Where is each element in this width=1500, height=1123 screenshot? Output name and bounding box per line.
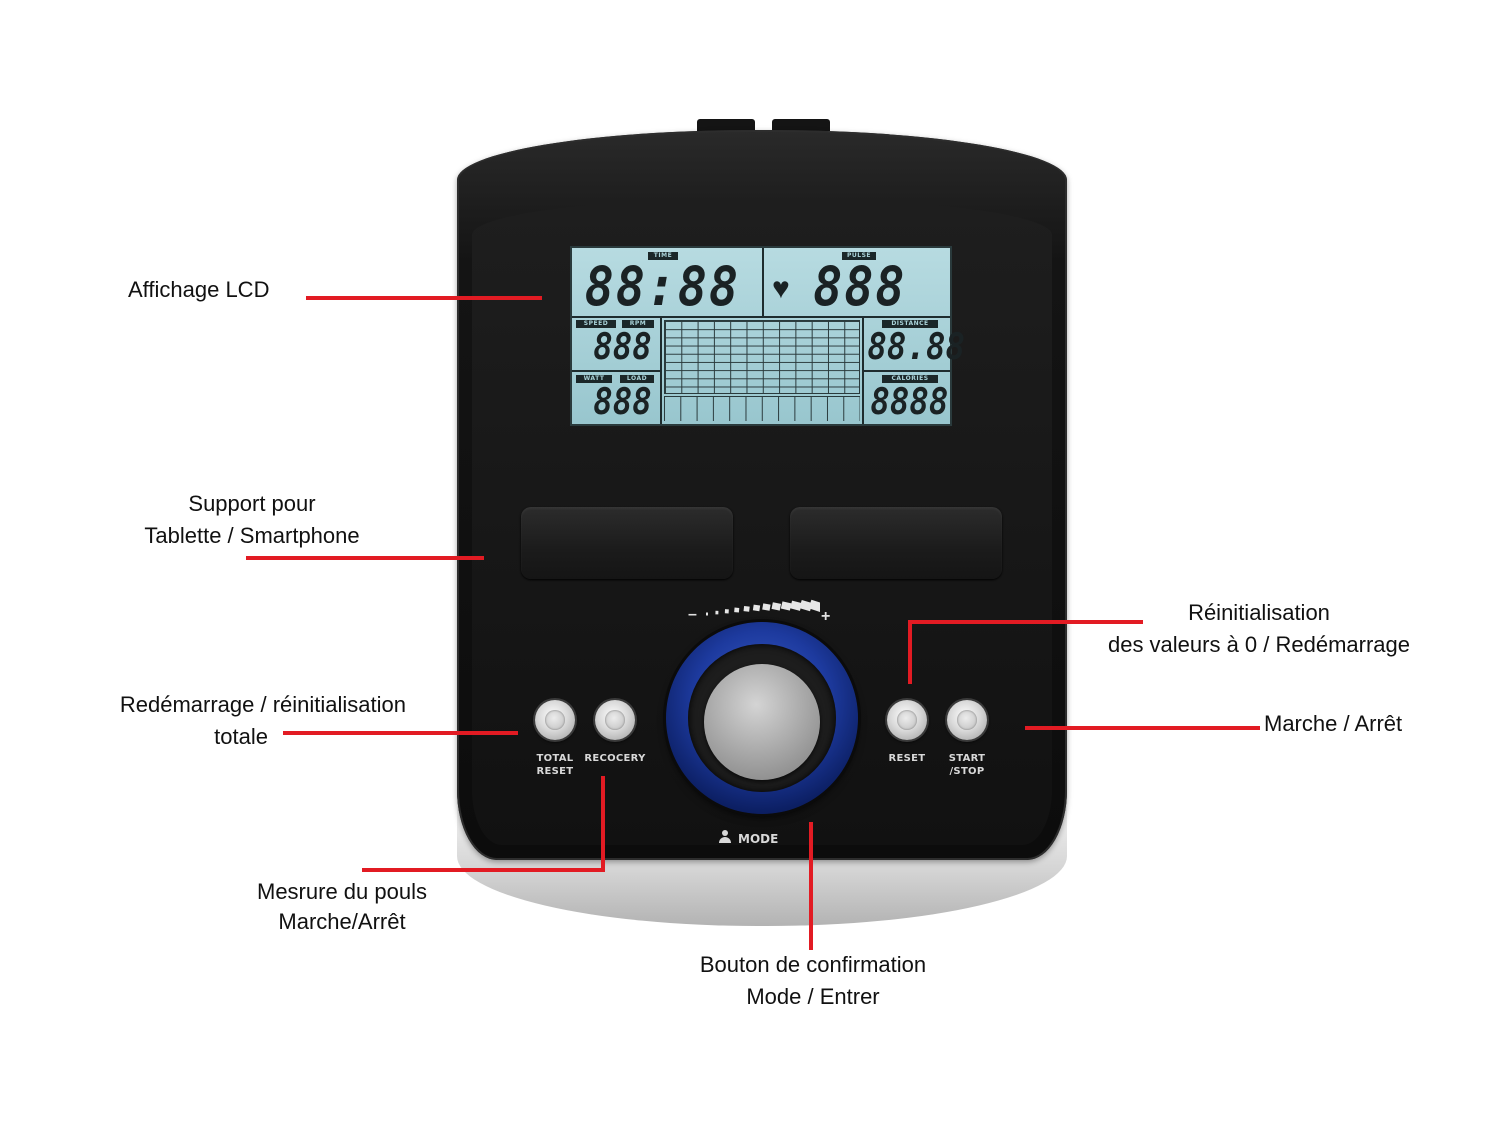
- level-bar: [734, 607, 740, 613]
- level-bar: [808, 599, 820, 612]
- lcd-pulse-digits: 888: [813, 255, 907, 318]
- lcd-time-digits: 88:88: [584, 255, 740, 318]
- level-bar: [771, 602, 782, 611]
- lcd-divider: [572, 316, 950, 318]
- leader-pulse-vertical: [601, 776, 605, 872]
- annotation-line: Réinitialisation: [1188, 600, 1330, 625]
- lcd-divider: [762, 248, 764, 316]
- tablet-holder-right: [790, 507, 1002, 579]
- console-top-tab-left: [697, 119, 755, 131]
- annotation-lcd-display: Affichage LCD: [128, 274, 269, 306]
- leader-start-stop: [1025, 726, 1260, 730]
- level-indicator: [706, 599, 820, 616]
- annotation-reset-values: Réinitialisation des valeurs à 0 / Redém…: [1076, 597, 1442, 661]
- annotation-line: des valeurs à 0 / Redémarrage: [1107, 632, 1411, 657]
- level-bar: [799, 600, 813, 612]
- lcd-divider: [862, 316, 864, 424]
- lcd-watt-digits: 888: [593, 382, 652, 423]
- mode-label-text: MODE: [738, 832, 779, 846]
- leader-lcd: [306, 296, 542, 300]
- console-top-tab-right: [772, 119, 830, 131]
- lcd-tag-rpm: RPM: [622, 320, 654, 328]
- leader-reset-horizontal: [908, 620, 1143, 624]
- knob-center[interactable]: [704, 664, 820, 780]
- annotation-tablet-holder: Support pour Tablette / Smartphone: [122, 488, 382, 552]
- lcd-divider: [660, 316, 662, 424]
- annotation-line: Mode / Entrer: [746, 984, 880, 1009]
- level-bar: [752, 604, 761, 612]
- leader-mode: [809, 822, 813, 950]
- tablet-holder-left: [521, 507, 733, 579]
- lcd-tag-distance: DISTANCE: [882, 320, 938, 328]
- lcd-display: TIME PULSE SPEED RPM WATT LOAD DISTANCE …: [570, 246, 965, 426]
- annotation-confirm-mode: Bouton de confirmation Mode / Entrer: [670, 949, 956, 1013]
- annotation-line: Tablette / Smartphone: [144, 523, 360, 548]
- annotation-line: Marche / Arrêt: [1264, 711, 1403, 736]
- lcd-divider: [864, 370, 950, 372]
- level-bar: [762, 603, 771, 611]
- lcd-tag-calories: CALORIES: [882, 375, 938, 383]
- level-bar: [715, 610, 719, 615]
- start-stop-button[interactable]: [947, 700, 987, 740]
- level-plus-sign: +: [821, 608, 831, 625]
- level-bar: [790, 600, 802, 611]
- lcd-tag-speed: SPEED: [576, 320, 616, 328]
- leader-holder: [246, 556, 484, 560]
- lcd-profile-digits: [664, 396, 860, 421]
- total-reset-button[interactable]: [535, 700, 575, 740]
- lcd-profile-grid: [664, 320, 860, 394]
- lcd-tag-pulse: PULSE: [842, 252, 876, 260]
- annotation-line: Support pour: [188, 491, 316, 516]
- heart-icon: ♥: [772, 272, 790, 305]
- annotation-pulse-measure: Mesrure du pouls Marche/Arrêt: [236, 877, 448, 937]
- recovery-label: RECOCERY: [584, 753, 646, 764]
- lcd-tag-watt: WATT: [576, 375, 612, 383]
- annotation-line: Mesrure du pouls: [257, 879, 427, 904]
- lcd-speed-digits: 888: [593, 327, 652, 368]
- reset-button[interactable]: [887, 700, 927, 740]
- level-bar: [780, 601, 792, 611]
- annotation-start-stop: Marche / Arrêt: [1264, 708, 1402, 740]
- mode-label: MODE: [718, 830, 798, 847]
- reset-label: RESET: [888, 753, 926, 764]
- user-icon: [718, 830, 732, 844]
- level-bar: [706, 612, 708, 616]
- annotation-line: Affichage LCD: [128, 277, 270, 302]
- leader-reset-vertical: [908, 620, 912, 684]
- annotation-line: Bouton de confirmation: [699, 952, 927, 977]
- total-reset-label: TOTAL RESET: [536, 753, 574, 777]
- level-bar: [743, 606, 750, 612]
- annotation-line: Redémarrage / réinitialisation: [119, 692, 406, 717]
- recovery-button[interactable]: [595, 700, 635, 740]
- lcd-divider: [572, 370, 660, 372]
- annotation-line: totale: [214, 724, 268, 749]
- annotation-total-reset: Redémarrage / réinitialisation totale: [56, 689, 406, 753]
- lcd-tag-time: TIME: [648, 252, 678, 260]
- lcd-calories-digits: 8888: [870, 382, 949, 423]
- start-stop-label: START /STOP: [948, 753, 986, 777]
- annotation-line: Marche/Arrêt: [278, 909, 406, 934]
- level-bar: [724, 609, 729, 614]
- lcd-tag-load: LOAD: [620, 375, 654, 383]
- leader-total-reset: [283, 731, 518, 735]
- leader-pulse-horizontal: [362, 868, 605, 872]
- lcd-distance-digits: 88.88: [867, 327, 965, 368]
- level-minus-sign: –: [688, 606, 697, 623]
